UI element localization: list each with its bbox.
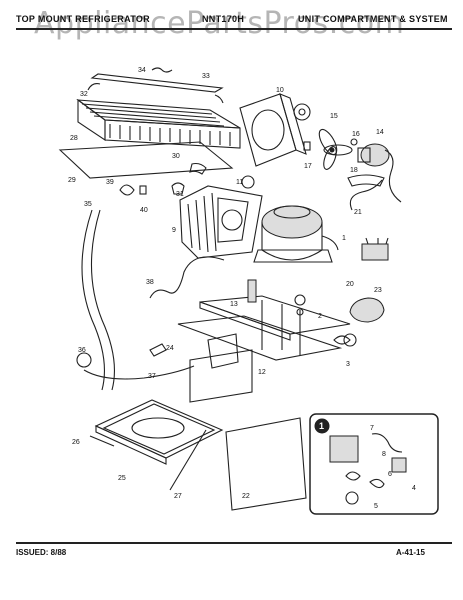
callout-8: 8 <box>382 451 386 458</box>
callout-18: 18 <box>350 167 358 174</box>
callout-9: 9 <box>172 227 176 234</box>
watermark-text: AppliancePartsPros.com <box>34 6 405 41</box>
pan-support <box>169 429 207 491</box>
callout-21: 21 <box>354 209 362 216</box>
nut <box>350 138 358 146</box>
callout-30: 30 <box>172 153 180 160</box>
issued-date: ISSUED: 8/88 <box>16 548 67 557</box>
header-title: TOP MOUNT REFRIGERATOR <box>16 14 150 24</box>
tubing-grommet <box>76 352 92 368</box>
service-plug <box>149 343 167 357</box>
starter-relay <box>361 237 389 261</box>
washer <box>303 141 311 151</box>
drain-tube <box>189 162 207 175</box>
condenser <box>179 185 263 259</box>
callout-22: 22 <box>242 493 250 500</box>
callout-39: 39 <box>106 179 114 186</box>
callout-40: 40 <box>140 207 148 214</box>
inset-detail-box <box>309 413 439 515</box>
power-cord <box>149 256 225 299</box>
evaporator-coil <box>76 98 241 149</box>
callout-33: 33 <box>202 73 210 80</box>
compressor-mount <box>294 294 306 316</box>
callout-16: 16 <box>352 131 360 138</box>
defrost-heater-tube <box>87 67 224 104</box>
compressor <box>253 205 339 263</box>
callout-25: 25 <box>118 475 126 482</box>
clip <box>139 185 147 195</box>
callout-4: 4 <box>412 485 416 492</box>
condenser-fan-blade <box>318 128 353 170</box>
callout-24: 24 <box>166 345 174 352</box>
condensate-drain-pan <box>94 399 224 465</box>
callout-23: 23 <box>374 287 382 294</box>
callout-17: 17 <box>304 163 312 170</box>
callout-34: 34 <box>138 67 146 74</box>
callout-14: 14 <box>376 129 384 136</box>
drain-trough <box>58 141 234 179</box>
callout-1: 1 <box>342 235 346 242</box>
header-section: UNIT COMPARTMENT & SYSTEM <box>298 14 448 24</box>
refrigerant-tubing <box>81 209 115 391</box>
callout-27: 27 <box>174 493 182 500</box>
callout-36: 36 <box>78 347 86 354</box>
pan-rail <box>89 435 115 447</box>
header-rule <box>16 28 452 30</box>
motor-bracket <box>347 174 385 187</box>
callout-26: 26 <box>72 439 80 446</box>
grommet <box>119 184 135 196</box>
callout-20: 20 <box>346 281 354 288</box>
filter-drier <box>247 279 257 303</box>
callout-15: 15 <box>330 113 338 120</box>
overload-protector <box>343 297 385 347</box>
callout-37: 37 <box>148 373 156 380</box>
fan-shroud <box>239 93 307 167</box>
callout-3: 3 <box>346 361 350 368</box>
mount-clip <box>333 335 351 345</box>
callout-13: 13 <box>230 301 238 308</box>
callout-12: 12 <box>258 369 266 376</box>
callout-5: 5 <box>374 503 378 510</box>
fan-grommet-small <box>241 175 255 189</box>
callout-31: 31 <box>176 191 184 198</box>
unit-base-frame <box>177 295 351 403</box>
footer-rule <box>16 542 452 544</box>
fan-grommet <box>293 103 311 121</box>
header-model: NNT170H <box>202 14 245 24</box>
callout-35: 35 <box>84 201 92 208</box>
callout-2: 2 <box>318 313 322 320</box>
access-cover <box>225 417 307 511</box>
callout-38: 38 <box>146 279 154 286</box>
callout-6: 6 <box>388 471 392 478</box>
callout-11: 11 <box>236 179 243 186</box>
page-code: A-41-15 <box>396 548 425 557</box>
callout-7: 7 <box>370 425 374 432</box>
motor-harness <box>349 179 383 211</box>
callout-28: 28 <box>70 135 78 142</box>
drain-clip <box>171 182 185 195</box>
callout-32: 32 <box>80 91 88 98</box>
fan-motor <box>357 143 402 203</box>
callout-labels: 1 2 3 4 5 6 7 8 9 10 11 12 13 14 15 16 1… <box>68 67 416 510</box>
page-header: TOP MOUNT REFRIGERATOR NNT170H UNIT COMP… <box>16 14 452 28</box>
inset-badge-number: 1 <box>319 421 324 431</box>
callout-10: 10 <box>276 87 284 94</box>
callout-29: 29 <box>68 177 76 184</box>
